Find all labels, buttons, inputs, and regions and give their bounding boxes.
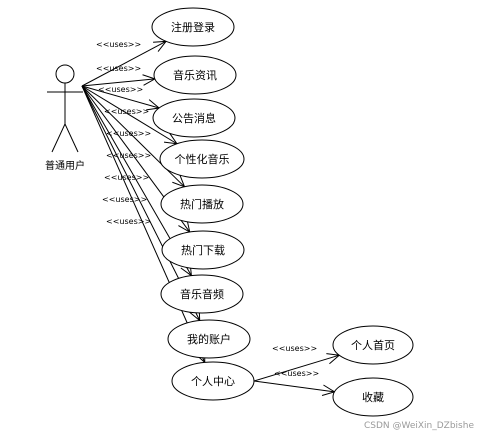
relation-line — [253, 354, 340, 382]
use-case-label: 注册登录 — [171, 20, 215, 34]
use-case-ellipse — [160, 184, 244, 224]
use-case-hot-download: 热门下载 — [161, 230, 245, 270]
stereotype-label: <<uses>> — [102, 195, 147, 204]
use-case-ellipse — [153, 55, 237, 95]
stereotype-label: <<uses>> — [96, 64, 141, 73]
relation-personal-center-to-favorites — [253, 380, 336, 396]
use-case-music-video: 音乐音频 — [160, 274, 244, 314]
use-case-label: 我的账户 — [187, 332, 231, 346]
use-case-ellipse — [151, 7, 235, 47]
use-case-announcement: 公告消息 — [152, 98, 236, 138]
stereotype-label: <<uses>> — [104, 173, 149, 182]
relation-line — [81, 85, 178, 145]
watermark: CSDN @WeiXin_DZbishe — [363, 421, 474, 431]
stereotype-label: <<uses>> — [272, 344, 317, 353]
stereotype-label: <<uses>> — [96, 40, 141, 49]
use-case-personal-center: 个人中心 — [171, 361, 255, 401]
actor-left-leg — [51, 123, 66, 153]
use-case-ellipse — [161, 230, 245, 270]
use-case-label: 个人中心 — [191, 375, 235, 388]
actor-head — [55, 64, 75, 84]
use-case-ellipse — [332, 325, 414, 365]
relation-line — [81, 40, 167, 87]
stereotype-label: <<uses>> — [98, 85, 143, 94]
use-case-label: 音乐音频 — [180, 287, 224, 301]
use-case-my-account: 我的账户 — [167, 319, 251, 359]
use-case-ellipse — [160, 274, 244, 314]
use-case-ellipse — [167, 319, 251, 359]
stereotype-label: <<uses>> — [274, 369, 319, 378]
use-case-ellipse — [152, 98, 236, 138]
use-case-register: 注册登录 — [151, 7, 235, 47]
actor-right-leg — [64, 123, 79, 153]
use-case-personalized-music: 个性化音乐 — [159, 139, 245, 179]
use-case-ellipse — [159, 139, 245, 179]
use-case-favorites: 收藏 — [332, 377, 414, 417]
stereotype-label: <<uses>> — [104, 107, 149, 116]
use-case-label: 音乐资讯 — [173, 68, 217, 82]
use-case-ellipse — [171, 361, 255, 401]
use-case-personal-home: 个人首页 — [332, 325, 414, 365]
actor-figure — [47, 64, 83, 153]
use-case-label: 收藏 — [362, 390, 384, 404]
use-case-label: 热门下载 — [181, 243, 225, 257]
stereotype-label: <<uses>> — [106, 217, 151, 226]
use-case-music-news: 音乐资讯 — [153, 55, 237, 95]
use-case-label: 公告消息 — [172, 111, 216, 125]
use-case-ellipse — [332, 377, 414, 417]
relation-line — [81, 85, 160, 109]
use-case-hot-play: 热门播放 — [160, 184, 244, 224]
relation-line — [81, 78, 155, 87]
stereotype-labels-layer: <<uses>> <<uses>> <<uses>> <<uses>> <<uses>>… — [96, 40, 319, 378]
relation-line — [81, 85, 206, 363]
actor-label: 普通用户 — [45, 159, 85, 172]
use-case-label: 个人首页 — [351, 338, 395, 352]
stereotype-label: <<uses>> — [106, 151, 151, 160]
stereotype-label: <<uses>> — [106, 129, 151, 138]
relation-line — [253, 380, 335, 393]
use-case-label: 个性化音乐 — [175, 152, 230, 166]
use-case-label: 热门播放 — [180, 197, 224, 211]
